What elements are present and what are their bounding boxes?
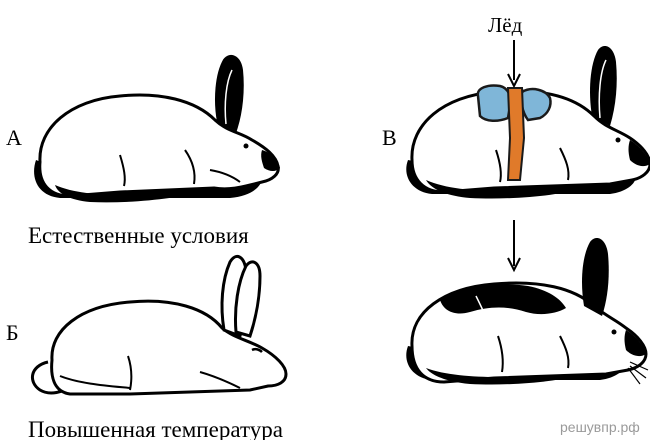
rabbit-v (406, 46, 650, 199)
label-b: Б (6, 320, 19, 345)
label-a: А (6, 125, 22, 150)
caption-natural: Естественные условия (28, 223, 249, 248)
rabbit-a (34, 56, 280, 202)
label-v: В (382, 125, 397, 150)
ice-arrow (508, 40, 520, 86)
caption-heated: Повышенная температура (28, 417, 283, 440)
rabbit-b (32, 256, 286, 394)
rabbit-result (406, 238, 648, 385)
result-arrow (508, 220, 520, 270)
bandage-strap (508, 88, 524, 180)
ice-pack-left (478, 85, 511, 120)
watermark: решувпр.рф (560, 419, 640, 435)
ice-label: Лёд (488, 13, 523, 37)
